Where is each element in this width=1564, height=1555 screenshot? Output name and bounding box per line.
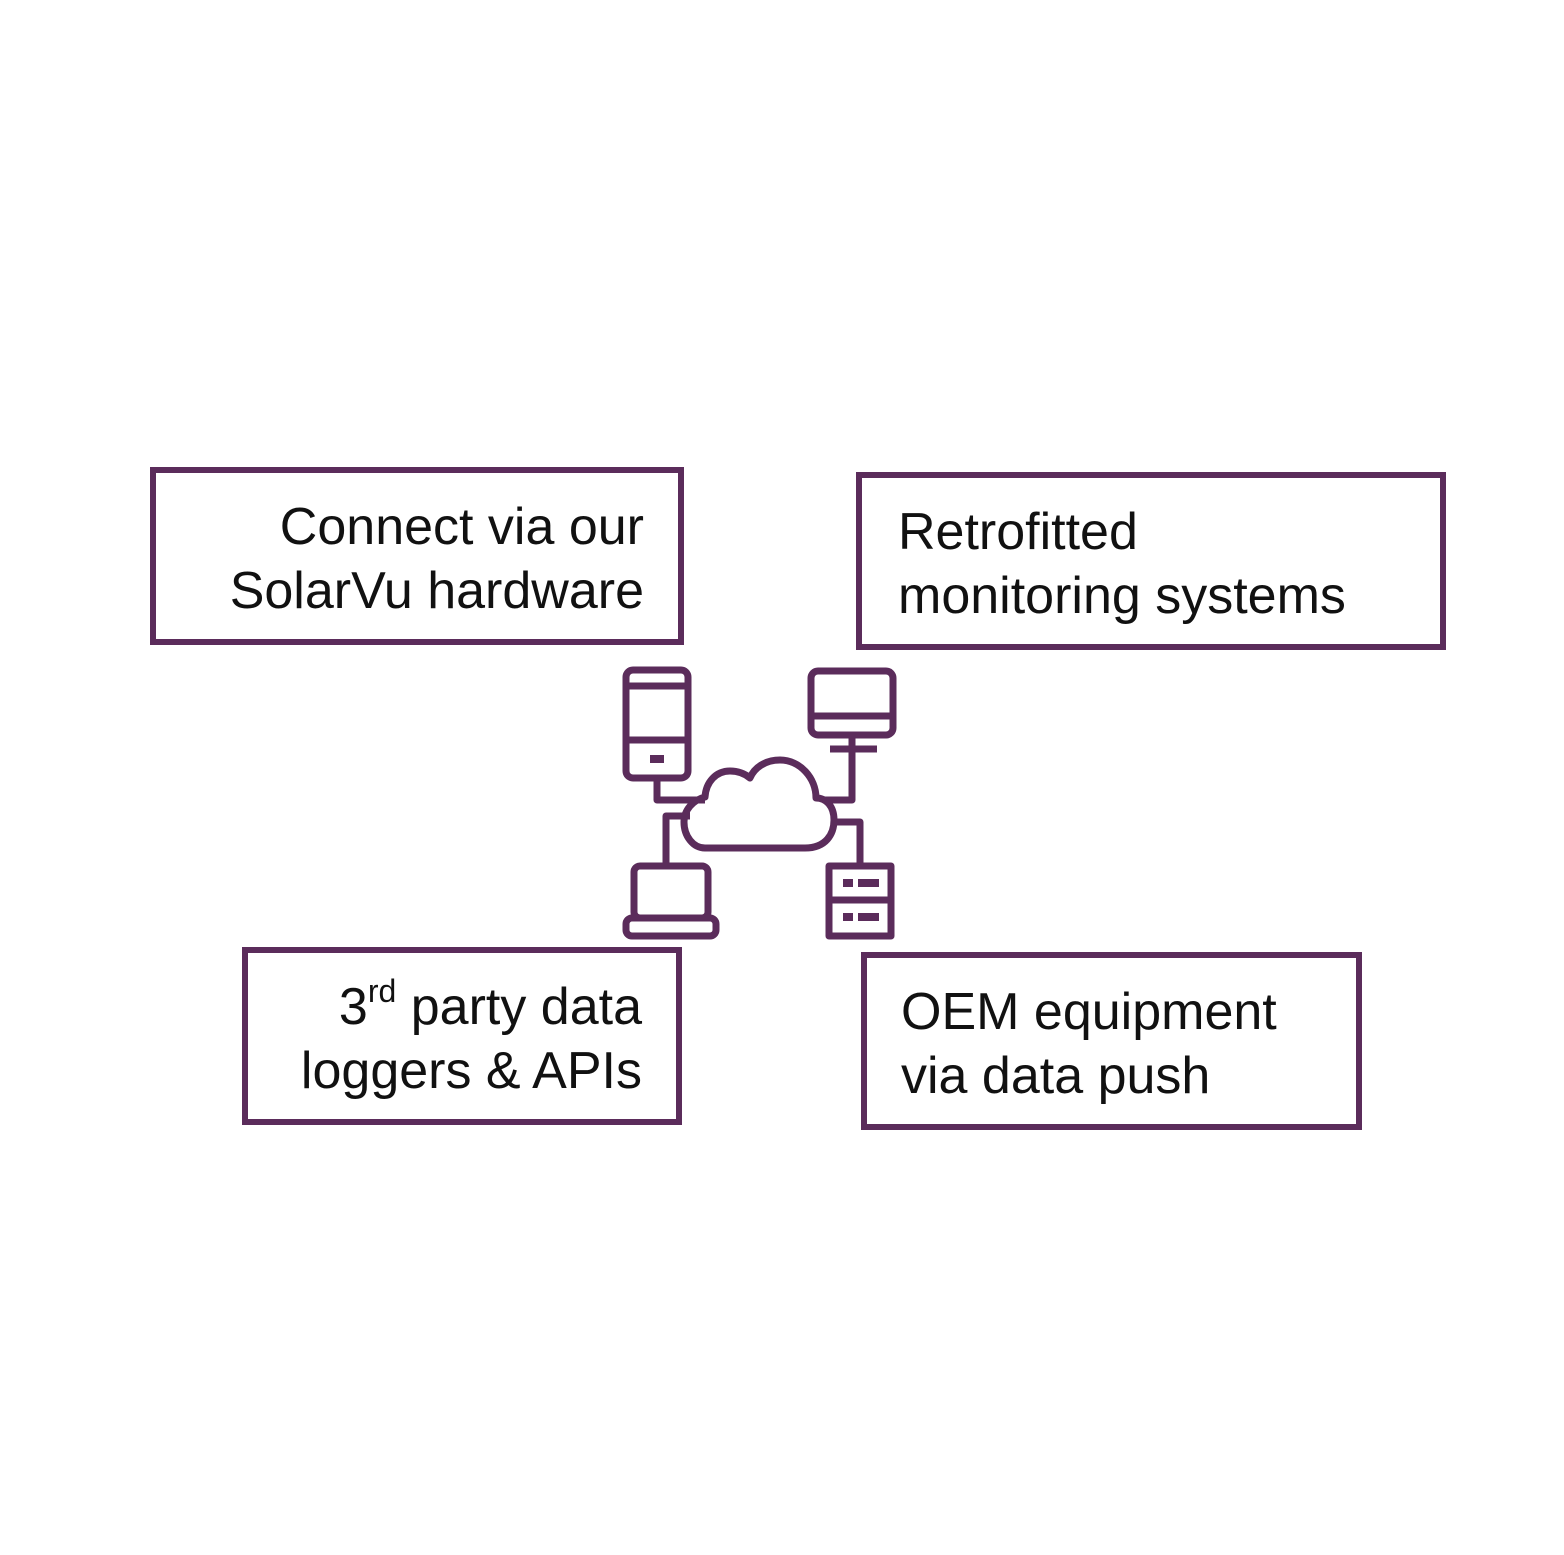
ordinal-suffix: rd	[367, 972, 397, 1009]
desktop-monitor-icon	[807, 667, 897, 753]
connector-monitor-cloud	[825, 752, 856, 804]
monitor-screen	[807, 667, 897, 739]
cloud-icon	[680, 756, 838, 852]
box-retrofitted-monitoring: Retrofitted monitoring systems	[856, 472, 1446, 650]
laptop-icon	[622, 862, 720, 940]
box-oem-equipment-line2: via data push	[901, 1047, 1211, 1105]
box-oem-equipment: OEM equipment via data push	[861, 952, 1362, 1130]
server-slot-1a	[843, 879, 853, 887]
connector-mobile-cloud	[653, 778, 705, 804]
server-slot-2b	[858, 913, 879, 921]
server-slot-2a	[843, 913, 853, 921]
box-retrofitted-monitoring-line2: monitoring systems	[898, 567, 1346, 625]
box-solarvu-hardware-line2: SolarVu hardware	[229, 562, 644, 620]
connector-server-cloud	[832, 818, 864, 866]
box-third-party-loggers-line1: 3rd party data	[301, 975, 642, 1039]
mobile-body	[622, 666, 692, 782]
mobile-button	[650, 755, 664, 763]
box-retrofitted-monitoring-line1: Retrofitted	[898, 503, 1138, 561]
ordinal-number: 3	[338, 978, 368, 1036]
network-graphic	[622, 666, 897, 940]
laptop-screen	[630, 862, 712, 922]
box-third-party-loggers: 3rd party data loggers & APIs	[242, 947, 682, 1125]
mobile-device-icon	[622, 666, 692, 782]
box-oem-equipment-text: OEM equipment via data push	[901, 980, 1277, 1108]
server-icon	[825, 862, 895, 940]
server-slot-1b	[858, 879, 879, 887]
box-retrofitted-monitoring-text: Retrofitted monitoring systems	[898, 500, 1346, 628]
box-solarvu-hardware-text: Connect via our SolarVu hardware	[230, 495, 644, 623]
cloud-outline	[680, 756, 838, 852]
box-solarvu-hardware-line1: Connect via our	[279, 498, 644, 556]
box-third-party-loggers-line2: loggers & APIs	[300, 1042, 642, 1100]
line1-rest: party data	[396, 978, 642, 1036]
box-solarvu-hardware: Connect via our SolarVu hardware	[150, 467, 684, 645]
laptop-base	[622, 914, 720, 940]
box-oem-equipment-line1: OEM equipment	[901, 983, 1277, 1041]
box-third-party-loggers-text: 3rd party data loggers & APIs	[301, 975, 642, 1103]
